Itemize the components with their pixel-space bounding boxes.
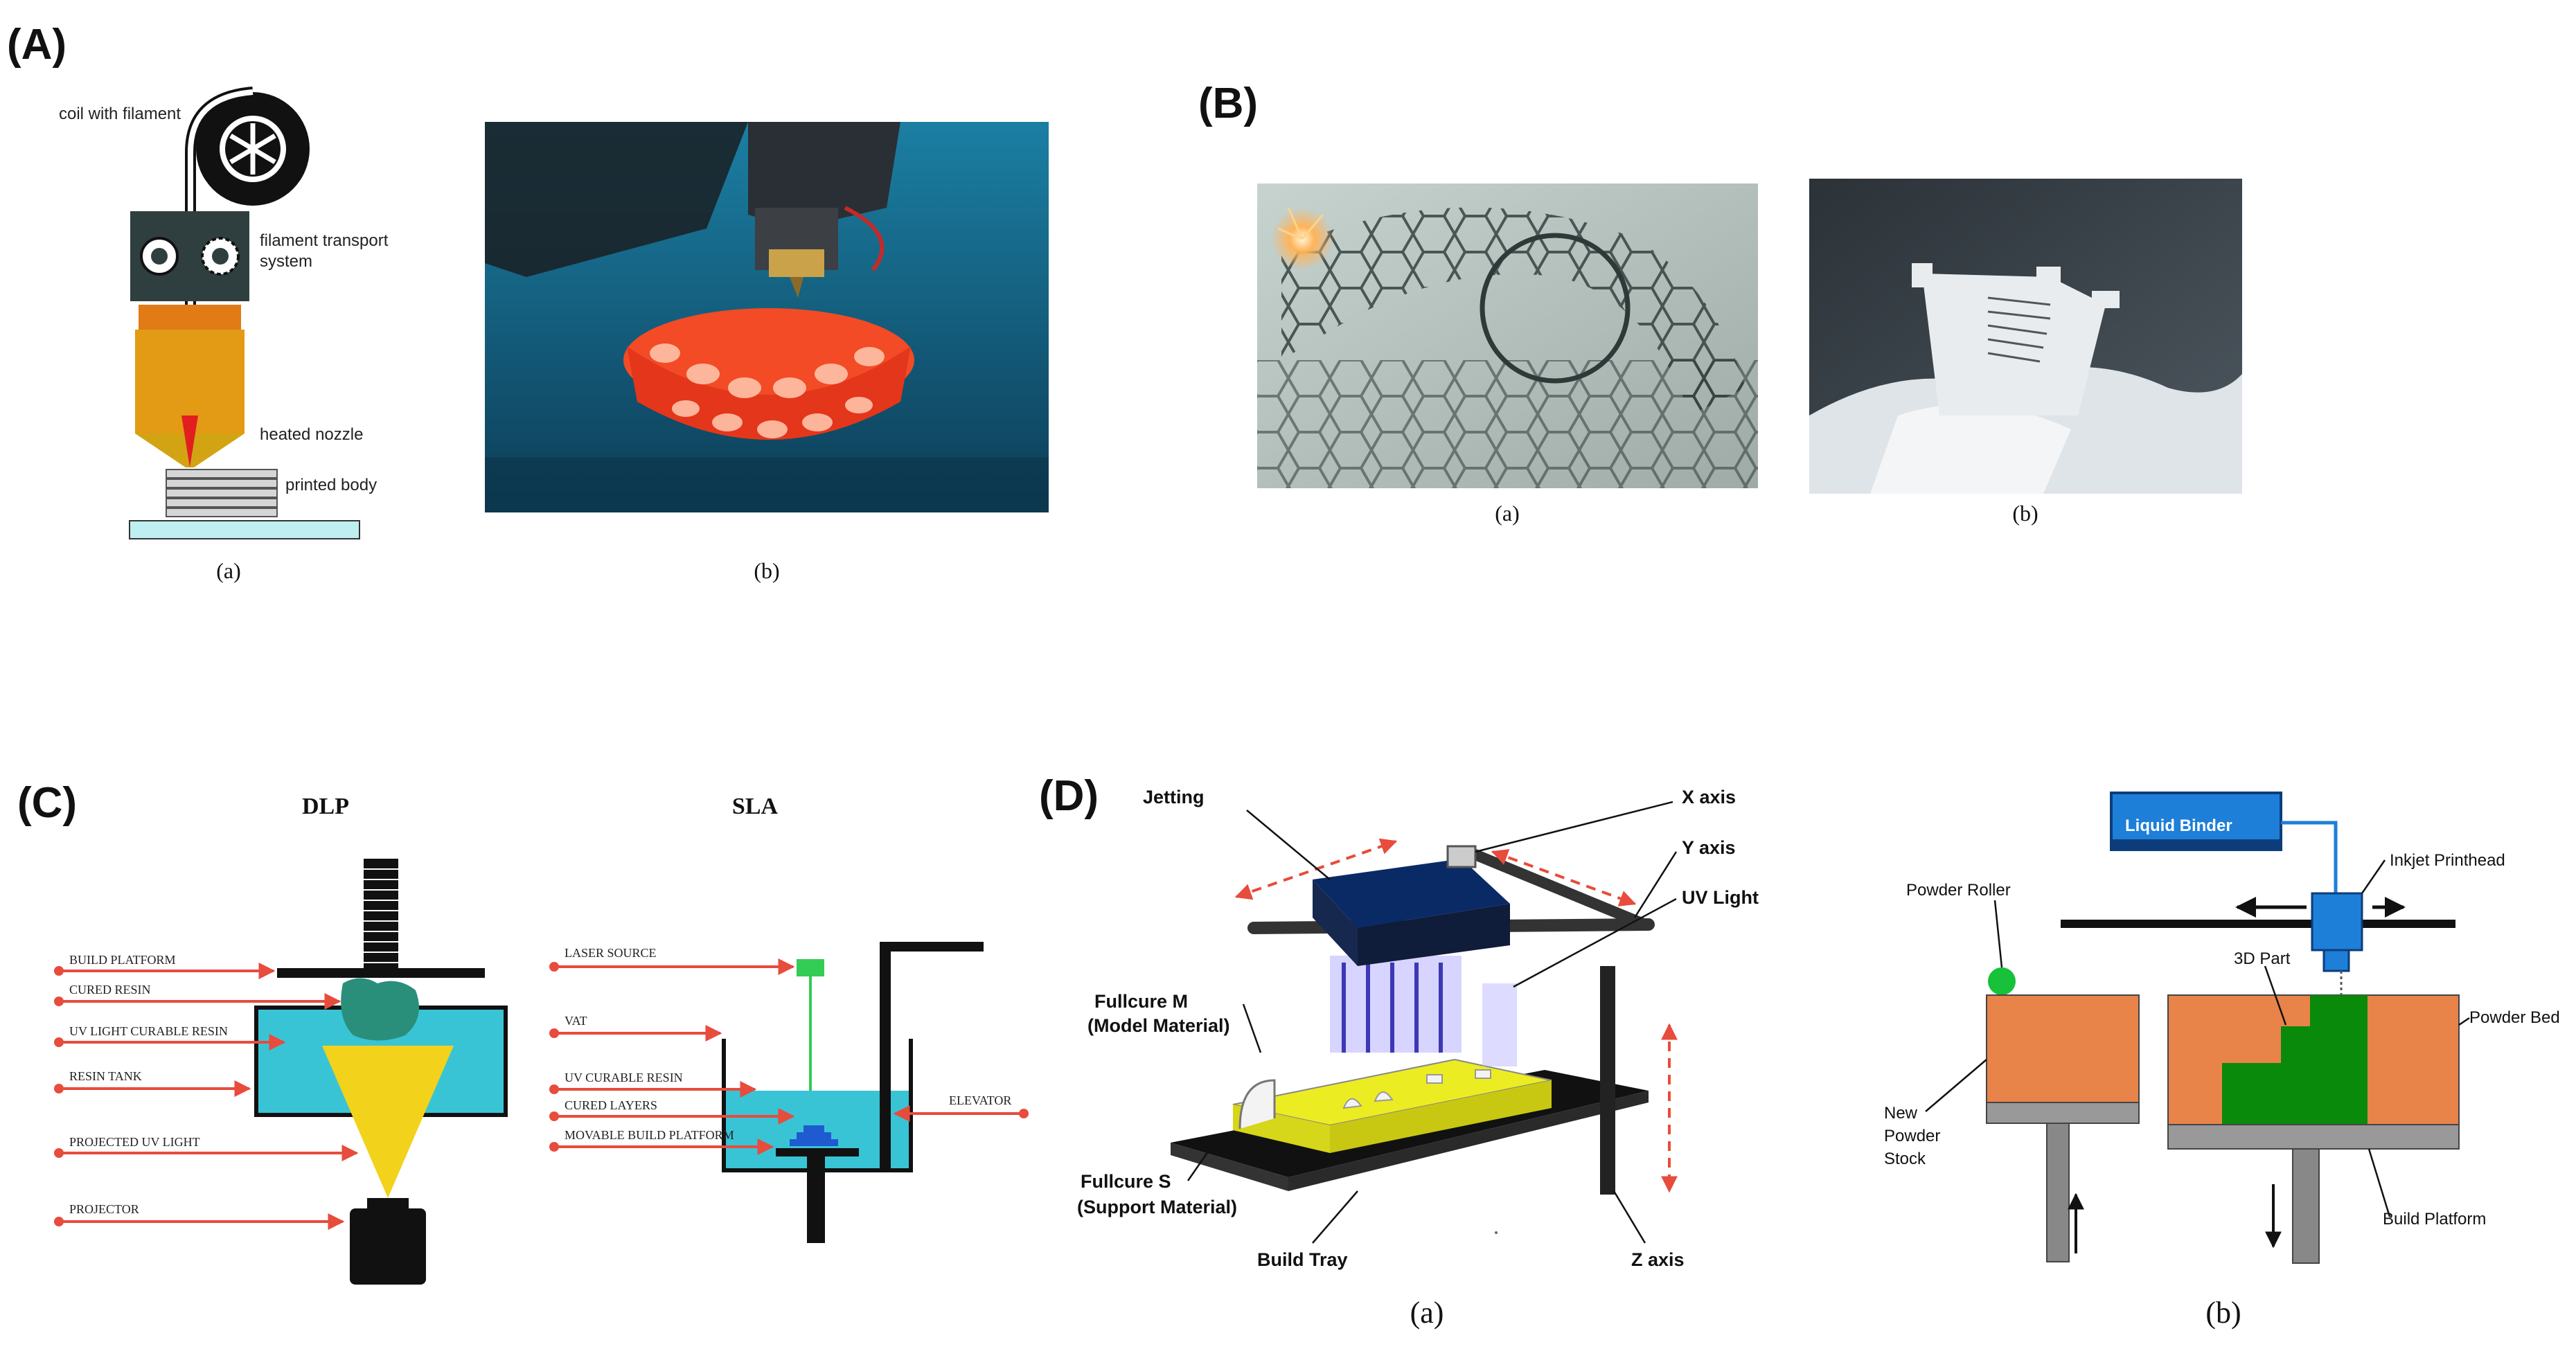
sls-laser-photo <box>1257 184 1758 488</box>
panel-c: (C) DLP SLA BUILD PLATFORM CUR <box>17 779 1029 1285</box>
printed-body <box>129 469 360 539</box>
sla-label-cured-layers: CURED LAYERS <box>565 1098 657 1112</box>
dlp-label-cured-resin: CURED RESIN <box>69 983 151 997</box>
sla-label-movable-build-platform: MOVABLE BUILD PLATFORM <box>565 1128 734 1142</box>
filament-coil <box>185 87 310 443</box>
label-model-material: (Model Material) <box>1087 1015 1230 1036</box>
label-fullcure-s: Fullcure S <box>1081 1171 1171 1192</box>
fdm-printing-photo <box>485 122 1049 512</box>
label-coil-with-filament: coil with filament <box>59 105 181 123</box>
polyjet-schematic <box>1171 838 1678 1234</box>
filament-transport-system <box>130 211 249 301</box>
label-filament-transport-1: filament transport <box>260 231 389 250</box>
label-powder-roller: Powder Roller <box>1906 881 2011 900</box>
label-powder-bed: Powder Bed <box>2469 1008 2560 1027</box>
sla-label-elevator: ELEVATOR <box>949 1093 1011 1107</box>
caption-b-a: (a) <box>1495 501 1520 526</box>
binder-leaders <box>1925 859 2470 1217</box>
dlp-schematic <box>254 859 508 1285</box>
dlp-labels: BUILD PLATFORM CURED RESIN UV LIGHT CURA… <box>54 953 359 1230</box>
label-3d-part: 3D Part <box>2234 949 2291 968</box>
label-inkjet-printhead: Inkjet Printhead <box>2390 851 2505 870</box>
sla-label-uv-curable-resin: UV CURABLE RESIN <box>565 1071 683 1084</box>
panel-d: (D) <box>1039 772 2560 1330</box>
powder-part-photo <box>1809 179 2242 494</box>
sla-title: SLA <box>732 794 779 819</box>
label-new: New <box>1884 1104 1918 1123</box>
caption-b-b: (b) <box>2012 501 2038 526</box>
panel-letter-b: (B) <box>1198 80 1258 127</box>
caption-a-a: (a) <box>216 558 241 583</box>
label-build-tray: Build Tray <box>1257 1249 1348 1270</box>
label-jetting: Jetting <box>1143 787 1205 807</box>
label-liquid-binder: Liquid Binder <box>2125 816 2232 835</box>
sla-schematic <box>722 942 984 1243</box>
label-powder: Powder <box>1884 1127 1940 1145</box>
heated-nozzle <box>135 305 245 467</box>
label-uv-light: UV Light <box>1682 887 1759 908</box>
panel-letter-d: (D) <box>1039 772 1099 820</box>
label-z-axis: Z axis <box>1631 1249 1685 1270</box>
sla-label-laser-source: LASER SOURCE <box>565 946 657 960</box>
panel-a: (A) coil with filament filament transpor… <box>7 21 1049 583</box>
label-stock: Stock <box>1884 1150 1926 1168</box>
label-build-platform: Build Platform <box>2383 1210 2486 1229</box>
label-printed-body: printed body <box>285 476 377 494</box>
sla-labels: LASER SOURCE VAT UV CURABLE RESIN CURED … <box>549 946 1029 1155</box>
label-support-material: (Support Material) <box>1077 1197 1237 1217</box>
caption-d-a: (a) <box>1410 1296 1444 1330</box>
dlp-label-projector: PROJECTOR <box>69 1202 139 1216</box>
label-x-axis: X axis <box>1682 787 1736 807</box>
dlp-label-build-platform: BUILD PLATFORM <box>69 953 176 967</box>
caption-d-b: (b) <box>2205 1296 2241 1330</box>
dlp-title: DLP <box>302 794 349 819</box>
label-filament-transport-2: system <box>260 252 312 271</box>
binder-jetting-schematic <box>1986 792 2460 1264</box>
panel-letter-c: (C) <box>17 779 77 827</box>
caption-a-b: (b) <box>754 558 779 583</box>
label-fullcure-m: Fullcure M <box>1094 991 1188 1012</box>
sla-label-vat: VAT <box>565 1014 587 1028</box>
panel-letter-a: (A) <box>7 21 66 69</box>
dlp-label-uv-curable-resin: UV LIGHT CURABLE RESIN <box>69 1024 228 1038</box>
dlp-label-projected-uv-light: PROJECTED UV LIGHT <box>69 1135 200 1149</box>
label-y-axis: Y axis <box>1682 837 1736 858</box>
dlp-label-resin-tank: RESIN TANK <box>69 1069 142 1083</box>
label-heated-nozzle: heated nozzle <box>260 425 363 444</box>
polyjet-leaders <box>1187 801 1678 1244</box>
panel-b: (B) (a) <box>1198 80 2242 526</box>
